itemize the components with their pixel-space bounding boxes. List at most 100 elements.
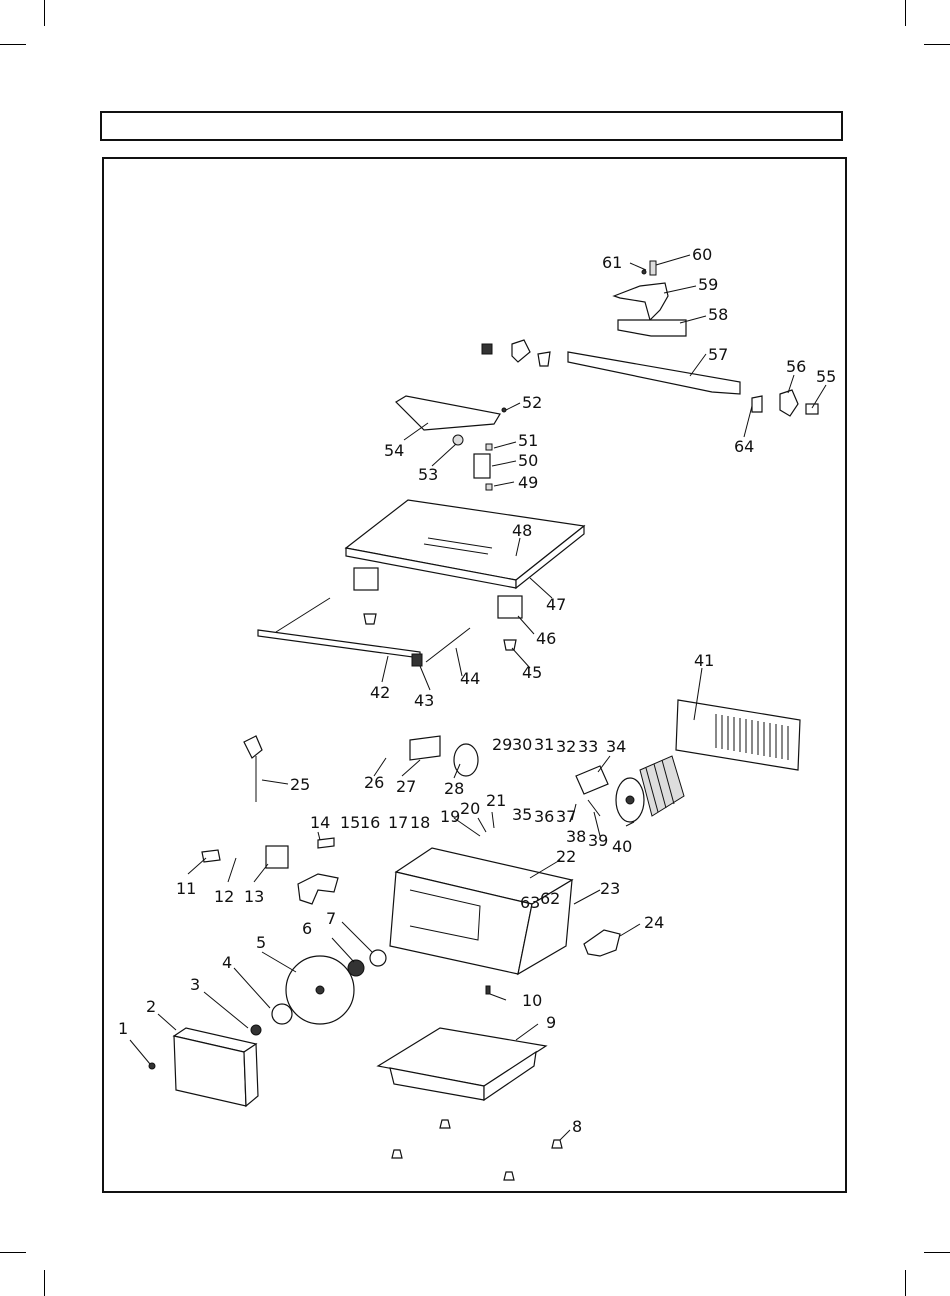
part-46-bracket	[354, 568, 378, 590]
callout-48: 48	[512, 521, 532, 540]
part-54-miter-gauge	[396, 396, 500, 430]
part-58-fence-base	[618, 320, 686, 336]
part-40-motor	[616, 756, 684, 822]
fence-bracket-right	[752, 390, 818, 416]
part-22-base-housing	[390, 848, 572, 974]
part-8-foot	[504, 1172, 514, 1180]
callout-54: 54	[384, 441, 404, 460]
callout-8: 8	[572, 1117, 582, 1136]
callout-57: 57	[708, 345, 728, 364]
part-44-rod	[426, 628, 470, 662]
callout-45: 45	[522, 663, 542, 682]
callout-9: 9	[546, 1013, 556, 1032]
part-45-knob	[364, 614, 376, 624]
callout-5: 5	[256, 933, 266, 952]
part-3-nut	[251, 1025, 261, 1035]
callout-18: 18	[410, 813, 430, 832]
part-8-foot	[440, 1120, 450, 1128]
callout-62: 62	[540, 889, 560, 908]
part-43-clamp	[412, 654, 422, 666]
callout-25: 25	[290, 775, 310, 794]
part-47-table-top	[346, 500, 584, 588]
callout-38: 38	[566, 827, 586, 846]
callout-53: 53	[418, 465, 438, 484]
part-28-capacitor	[454, 744, 478, 776]
callout-28: 28	[444, 779, 464, 798]
part-45-knob	[504, 640, 516, 650]
callout-64: 64	[734, 437, 754, 456]
part-42-rail	[258, 630, 420, 658]
callout-60: 60	[692, 245, 712, 264]
part-24-handle	[584, 930, 620, 956]
part-2-blade-guard	[174, 1028, 258, 1106]
callout-22: 22	[556, 847, 576, 866]
callout-2: 2	[146, 997, 156, 1016]
part-6-flange	[348, 960, 364, 976]
callout-44: 44	[460, 669, 480, 688]
part-34-switch-box	[576, 766, 608, 794]
callout-42: 42	[370, 683, 390, 702]
callout-12: 12	[214, 887, 234, 906]
callout-34: 34	[606, 737, 626, 756]
parts	[149, 261, 818, 1180]
part-23-handle	[298, 874, 338, 904]
callout-56: 56	[786, 357, 806, 376]
part-27-cover	[410, 736, 440, 760]
part-25-power-cord	[244, 736, 262, 802]
callout-17: 17	[388, 813, 408, 832]
callout-15: 15	[340, 813, 360, 832]
callout-31: 31	[534, 735, 554, 754]
callout-40: 40	[612, 837, 632, 856]
callout-39: 39	[588, 831, 608, 850]
callout-1: 1	[118, 1019, 128, 1038]
callout-52: 52	[522, 393, 542, 412]
callout-3: 3	[190, 975, 200, 994]
callout-10: 10	[522, 991, 542, 1010]
callout-36: 36	[534, 807, 554, 826]
callout-55: 55	[816, 367, 836, 386]
part-8-foot	[552, 1140, 562, 1148]
part-46-bracket	[498, 596, 522, 618]
part-50-riving-knife	[474, 444, 492, 490]
callout-23: 23	[600, 879, 620, 898]
callout-47: 47	[546, 595, 566, 614]
callout-26: 26	[364, 773, 384, 792]
callout-43: 43	[414, 691, 434, 710]
callout-61: 61	[602, 253, 622, 272]
part-41-vent-cover	[676, 700, 800, 770]
callout-7: 7	[326, 909, 336, 928]
part-10-screw	[486, 986, 490, 994]
callout-4: 4	[222, 953, 232, 972]
callout-14: 14	[310, 813, 330, 832]
callout-20: 20	[460, 799, 480, 818]
fence-bracket-left	[482, 340, 550, 366]
part-13-switch	[266, 846, 288, 868]
callout-21: 21	[486, 791, 506, 810]
callout-46: 46	[536, 629, 556, 648]
callout-labels: 1 2 3 4 5 6 7 8 9 10 11 12 13 14 15 16 1…	[118, 245, 836, 1136]
callout-13: 13	[244, 887, 264, 906]
part-11-plug	[202, 850, 220, 862]
callout-50: 50	[518, 451, 538, 470]
callout-59: 59	[698, 275, 718, 294]
part-53-knob	[453, 435, 463, 445]
callout-27: 27	[396, 777, 416, 796]
callout-19: 19	[440, 807, 460, 826]
callout-51: 51	[518, 431, 538, 450]
callout-37: 37	[556, 807, 576, 826]
callout-49: 49	[518, 473, 538, 492]
callout-29: 29	[492, 735, 512, 754]
callout-58: 58	[708, 305, 728, 324]
callout-6: 6	[302, 919, 312, 938]
callout-41: 41	[694, 651, 714, 670]
callout-35: 35	[512, 805, 532, 824]
part-7-washer	[370, 950, 386, 966]
callout-11: 11	[176, 879, 196, 898]
callout-24: 24	[644, 913, 664, 932]
callout-16: 16	[360, 813, 380, 832]
part-4-flange	[272, 1004, 292, 1024]
part-44-rod	[276, 598, 330, 632]
part-8-foot	[392, 1150, 402, 1158]
callout-33: 33	[578, 737, 598, 756]
